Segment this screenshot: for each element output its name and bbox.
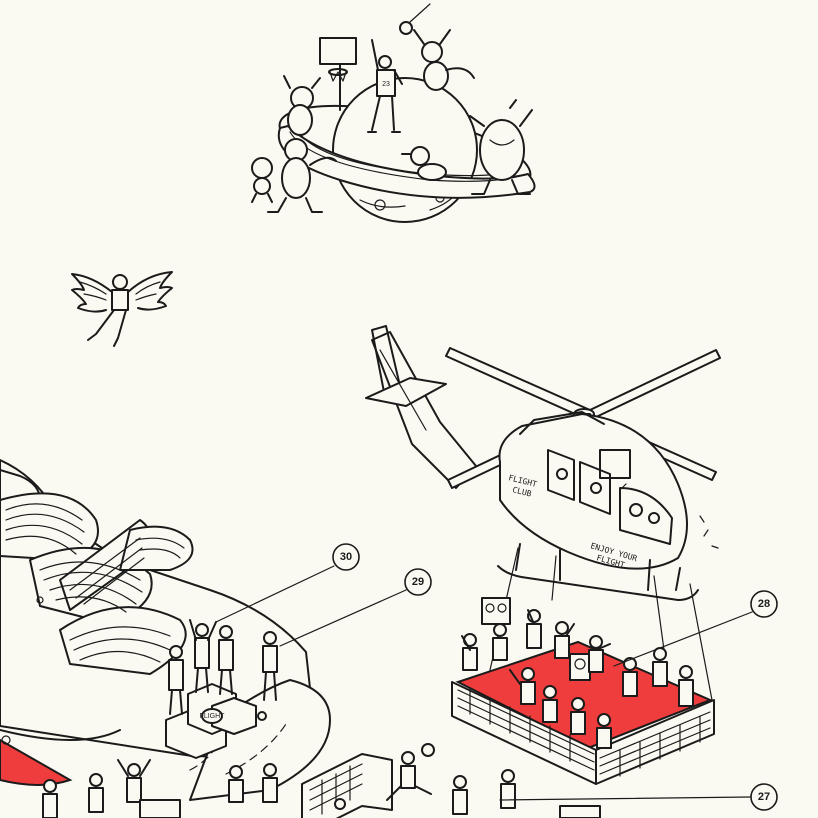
- winged-flying-figure: [71, 271, 173, 347]
- callout-29-label: 29: [412, 576, 424, 588]
- podium-badge-text: FLIGHT: [200, 713, 226, 720]
- cartoon-bird: [251, 157, 273, 203]
- podium-group: FLIGHT: [165, 619, 278, 759]
- sneaker-red-sole: [0, 738, 73, 786]
- callout-28[interactable]: 28: [613, 590, 778, 667]
- sneaker-laces: [0, 492, 194, 675]
- soccer-goal: [301, 753, 393, 818]
- basketball-hoop-icon: [319, 37, 357, 111]
- cartoon-devil-character: [469, 99, 533, 195]
- speaker-stack: [481, 597, 591, 681]
- cartoon-character-left-bottom: [267, 138, 337, 213]
- basketball-icon: [399, 21, 413, 35]
- giant-sneaker: [0, 459, 331, 801]
- callout-28-label: 28: [758, 598, 770, 610]
- platform-crowd: [461, 609, 694, 749]
- cartoon-character-left: [283, 75, 321, 136]
- cartoon-character-top-right: [413, 29, 475, 91]
- planet-basketball-player: 23: [367, 39, 403, 133]
- soccer-ball-icon: [334, 798, 346, 810]
- planet-scene: 23: [251, 3, 536, 223]
- party-platform: [451, 597, 715, 785]
- callout-27[interactable]: 27: [499, 783, 778, 811]
- callout-30[interactable]: 30: [215, 543, 360, 623]
- bottom-crowd: [42, 743, 601, 818]
- cartoon-duck-character: [401, 146, 447, 181]
- callout-30-label: 30: [340, 551, 352, 563]
- callout-29[interactable]: 29: [279, 568, 432, 647]
- player-jersey-number: 23: [382, 81, 390, 88]
- helicopter: FLIGHT CLUB ENJOY YOUR FLIGHT: [365, 325, 721, 601]
- callout-27-label: 27: [758, 791, 770, 803]
- podium-badge-icon: [201, 708, 223, 724]
